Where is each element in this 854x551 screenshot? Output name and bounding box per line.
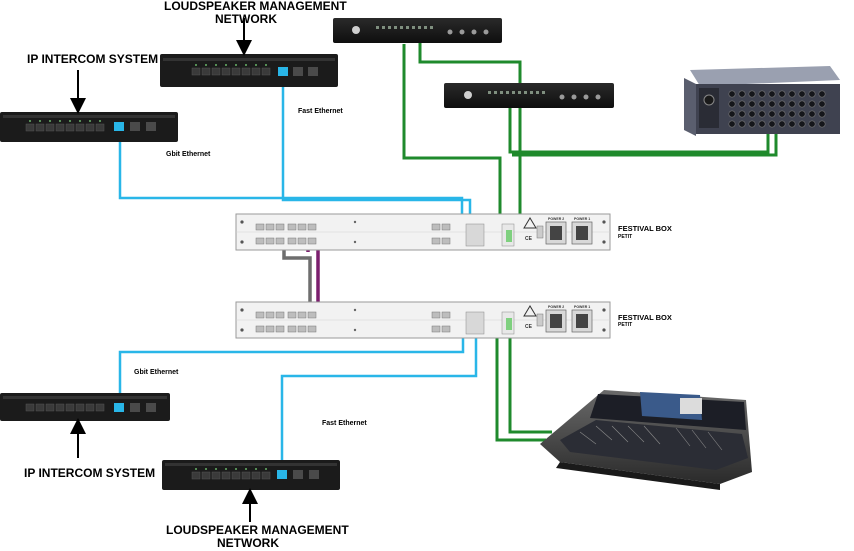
festival-box-2 — [235, 301, 611, 339]
fast-ethernet-bottom-label: Fast Ethernet — [322, 420, 367, 427]
power-1-label-2: POWER 1 — [574, 305, 590, 309]
loudspeaker-bottom-label: LOUDSPEAKER MANAGEMENT NETWORK — [166, 523, 349, 550]
loudspeaker-bottom-line2: NETWORK — [217, 536, 279, 550]
festival-box-1 — [235, 213, 611, 251]
loudspeaker-top-label: LOUDSPEAKER MANAGEMENT NETWORK — [164, 0, 347, 26]
loudspeaker-top-line1: LOUDSPEAKER MANAGEMENT — [164, 0, 347, 13]
festival-box-2-sublabel: PETIT — [618, 322, 633, 328]
gbit-ethernet-bottom-label: Gbit Ethernet — [134, 369, 179, 376]
switch-loudspeaker-top — [160, 54, 338, 87]
gbit-ethernet-top-label: Gbit Ethernet — [166, 151, 211, 158]
power-1-label-1: POWER 1 — [574, 217, 590, 221]
power-2-label-1: POWER 2 — [548, 217, 564, 221]
loudspeaker-top-line2: NETWORK — [215, 12, 277, 26]
fast-ethernet-top-label: Fast Ethernet — [298, 108, 343, 115]
switch-intercom-top — [0, 112, 178, 142]
stage-box — [684, 66, 840, 136]
ce-mark-2: CE — [525, 324, 533, 330]
fiber-cables-bottom — [495, 318, 552, 442]
processor-rack-2 — [444, 83, 614, 108]
mixing-console — [540, 390, 752, 490]
ce-mark-1: CE — [525, 236, 533, 242]
festival-box-2-label: FESTIVAL BOX — [618, 313, 672, 322]
festival-box-1-label: FESTIVAL BOX — [618, 224, 672, 233]
ip-intercom-bottom-label: IP INTERCOM SYSTEM — [24, 466, 156, 480]
ip-intercom-top-label: IP INTERCOM SYSTEM — [27, 52, 159, 66]
switch-intercom-bottom — [0, 393, 170, 421]
power-2-label-2: POWER 2 — [548, 305, 564, 309]
processor-rack-1 — [333, 18, 502, 43]
fiber-cables-top — [402, 40, 778, 234]
festival-box-1-sublabel: PETIT — [618, 234, 633, 240]
loudspeaker-bottom-line1: LOUDSPEAKER MANAGEMENT — [166, 523, 349, 537]
switch-loudspeaker-bottom — [162, 460, 340, 490]
